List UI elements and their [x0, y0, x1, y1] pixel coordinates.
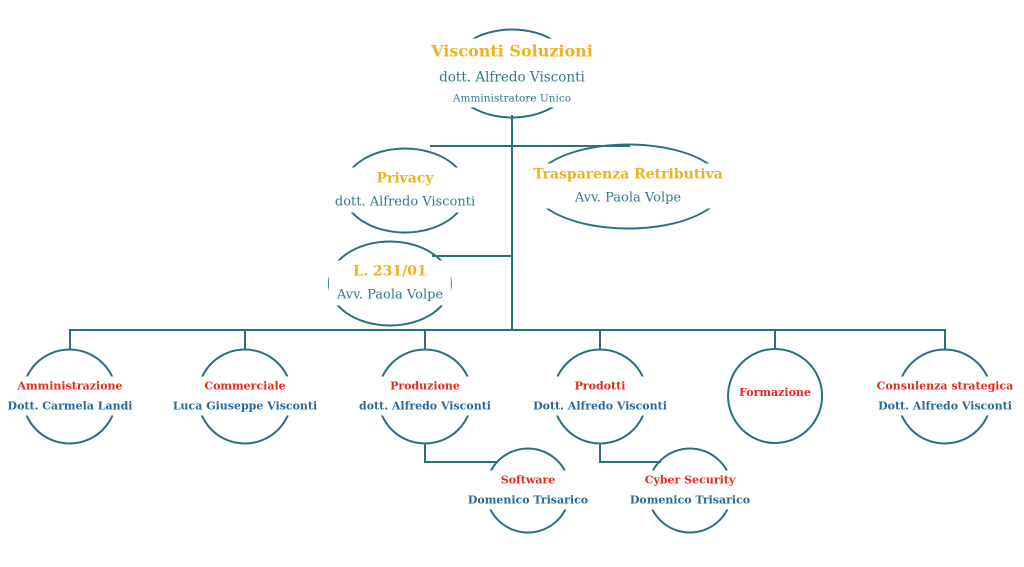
- org-node-formazione[interactable]: Formazione: [727, 348, 823, 444]
- node-person: Dott. Carmela Landi: [7, 399, 133, 413]
- connector-line: [511, 115, 513, 330]
- node-title: Trasparenza Retributiva: [533, 166, 723, 183]
- node-title: Produzione: [390, 379, 460, 393]
- org-node-privacy[interactable]: Privacy dott. Alfredo Visconti: [326, 147, 484, 233]
- node-title: Consulenza strategica: [876, 379, 1014, 393]
- connector-line: [244, 329, 246, 349]
- connector-line: [432, 255, 512, 257]
- connector-line: [69, 329, 946, 331]
- node-title: Cyber Security: [644, 473, 736, 487]
- org-node-software[interactable]: Software Domenico Trisarico: [459, 447, 597, 533]
- org-node-root[interactable]: Visconti Soluzioni dott. Alfredo Viscont…: [423, 28, 601, 118]
- connector-line: [774, 329, 776, 349]
- node-person: Dott. Alfredo Visconti: [533, 399, 667, 413]
- node-title: Prodotti: [574, 379, 626, 393]
- org-node-cyber-security[interactable]: Cyber Security Domenico Trisarico: [621, 447, 759, 533]
- connector-line: [430, 145, 630, 147]
- node-person: dott. Alfredo Visconti: [359, 399, 491, 413]
- node-title: Commerciale: [204, 379, 286, 393]
- node-role: Amministratore Unico: [452, 92, 572, 105]
- node-person: Dott. Alfredo Visconti: [878, 399, 1012, 413]
- connector-line: [424, 461, 498, 463]
- node-person: dott. Alfredo Visconti: [439, 69, 585, 86]
- node-person: Domenico Trisarico: [629, 493, 751, 507]
- org-node-amministrazione[interactable]: Amministrazione Dott. Carmela Landi: [0, 348, 141, 444]
- connector-line: [69, 329, 71, 349]
- org-node-produzione[interactable]: Produzione dott. Alfredo Visconti: [351, 348, 499, 444]
- connector-line: [424, 443, 426, 463]
- node-title: Software: [500, 473, 556, 487]
- node-title: Visconti Soluzioni: [431, 41, 593, 61]
- connector-line: [599, 461, 661, 463]
- org-node-consulenza-strategica[interactable]: Consulenza strategica Dott. Alfredo Visc…: [868, 348, 1022, 444]
- connector-line: [599, 443, 601, 463]
- node-person: Avv. Paola Volpe: [574, 190, 682, 206]
- node-person: Luca Giuseppe Visconti: [172, 399, 318, 413]
- org-node-commerciale[interactable]: Commerciale Luca Giuseppe Visconti: [164, 348, 326, 444]
- org-node-trasparenza-retributiva[interactable]: Trasparenza Retributiva Avv. Paola Volpe: [525, 143, 731, 229]
- connector-line: [944, 329, 946, 349]
- node-title: Amministrazione: [17, 379, 123, 393]
- org-node-prodotti[interactable]: Prodotti Dott. Alfredo Visconti: [525, 348, 675, 444]
- connector-line: [424, 329, 426, 349]
- node-person: Domenico Trisarico: [467, 493, 589, 507]
- org-node-l-231-01[interactable]: L. 231/01 Avv. Paola Volpe: [328, 240, 452, 326]
- node-oval: [727, 348, 823, 444]
- connector-line: [599, 329, 601, 349]
- node-title: L. 231/01: [353, 263, 427, 280]
- node-title: Privacy: [376, 170, 434, 187]
- node-person: dott. Alfredo Visconti: [334, 194, 476, 210]
- node-person: Avv. Paola Volpe: [336, 287, 444, 303]
- node-title: Formazione: [739, 386, 811, 399]
